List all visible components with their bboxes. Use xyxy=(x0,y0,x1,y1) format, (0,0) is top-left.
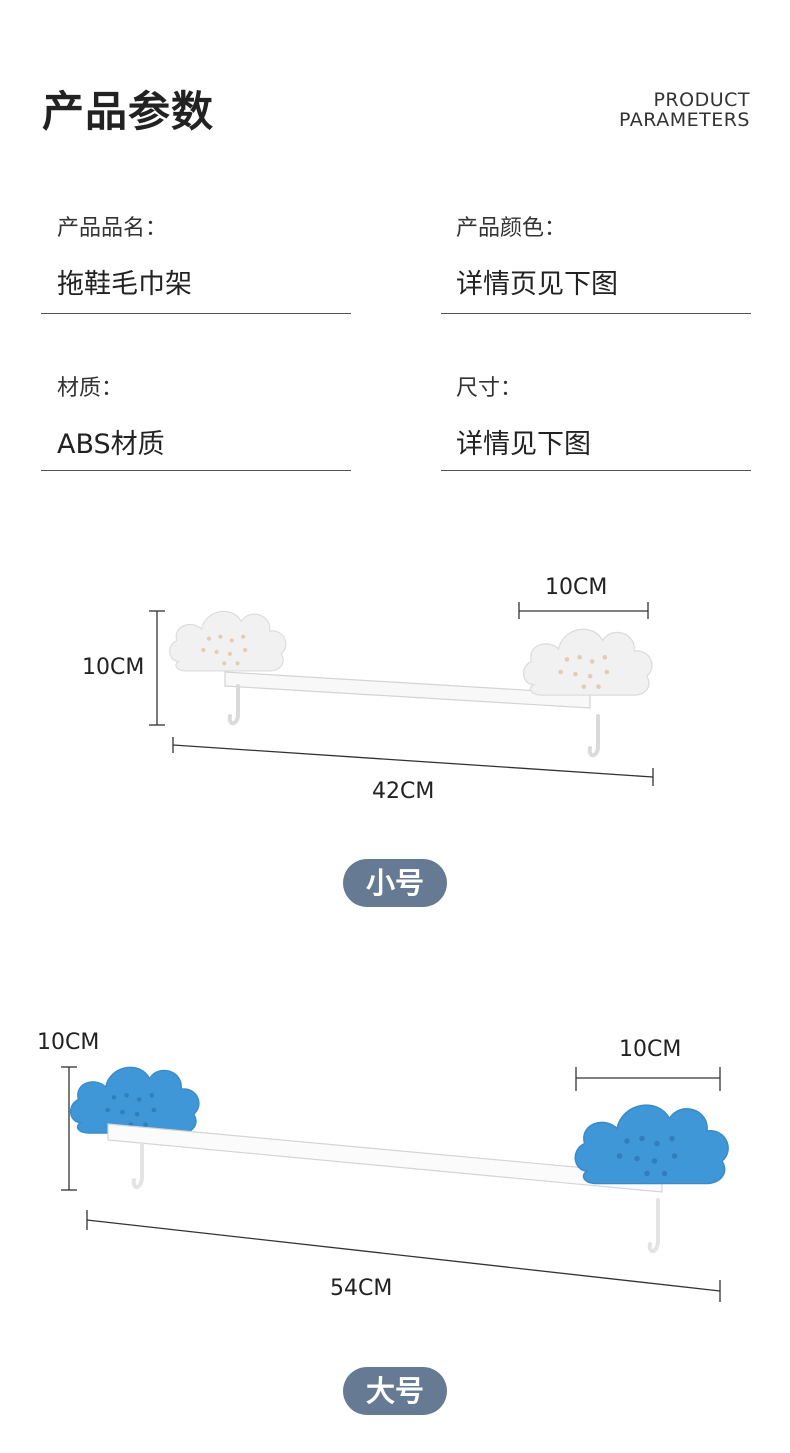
divider xyxy=(441,313,751,314)
small-right-hook xyxy=(587,714,600,758)
size-badge-large: 大号 xyxy=(343,1367,447,1415)
divider xyxy=(41,470,351,471)
small-towel-rack xyxy=(149,602,654,786)
page-title: 产品参数 xyxy=(42,87,215,136)
small-left-hook xyxy=(227,684,240,726)
small-height-label: 10CM xyxy=(82,655,145,680)
param-label: 产品品名： xyxy=(57,216,168,241)
param-label: 尺寸： xyxy=(456,376,523,401)
page-title-en: PRODUCT PARAMETERS xyxy=(619,90,750,130)
param-product-name: 产品品名： 拖鞋毛巾架 xyxy=(57,210,367,301)
param-material: 材质： ABS材质 xyxy=(57,370,367,461)
param-value: ABS材质 xyxy=(57,429,165,460)
page-title-en-line2: PARAMETERS xyxy=(619,109,750,131)
large-dimension-lines xyxy=(61,1066,721,1302)
param-label: 材质： xyxy=(57,376,124,401)
small-dimension-lines xyxy=(149,602,654,786)
divider xyxy=(41,313,351,314)
small-length-label: 42CM xyxy=(372,779,435,804)
large-bar xyxy=(107,1123,663,1193)
large-right-cloud xyxy=(574,1104,729,1185)
param-value: 详情见下图 xyxy=(456,429,591,460)
small-bar xyxy=(224,671,591,709)
small-hook-width-label: 10CM xyxy=(545,575,608,600)
large-towel-rack xyxy=(61,1066,729,1302)
large-hook-width-label: 10CM xyxy=(619,1037,682,1062)
param-value: 拖鞋毛巾架 xyxy=(57,269,192,300)
param-value: 详情页见下图 xyxy=(456,269,618,300)
page-title-en-line1: PRODUCT xyxy=(653,89,750,111)
large-length-label: 54CM xyxy=(330,1276,393,1301)
size-badge-small: 小号 xyxy=(343,859,447,907)
small-left-cloud xyxy=(169,610,287,672)
param-product-color: 产品颜色： 详情页见下图 xyxy=(456,210,766,301)
param-size: 尺寸： 详情见下图 xyxy=(456,370,766,461)
large-left-hook xyxy=(131,1142,144,1189)
large-right-hook xyxy=(647,1198,660,1253)
divider xyxy=(441,470,751,471)
small-right-cloud xyxy=(522,628,653,696)
large-left-cloud xyxy=(69,1066,200,1134)
param-label: 产品颜色： xyxy=(456,216,567,241)
large-height-label: 10CM xyxy=(37,1030,100,1055)
